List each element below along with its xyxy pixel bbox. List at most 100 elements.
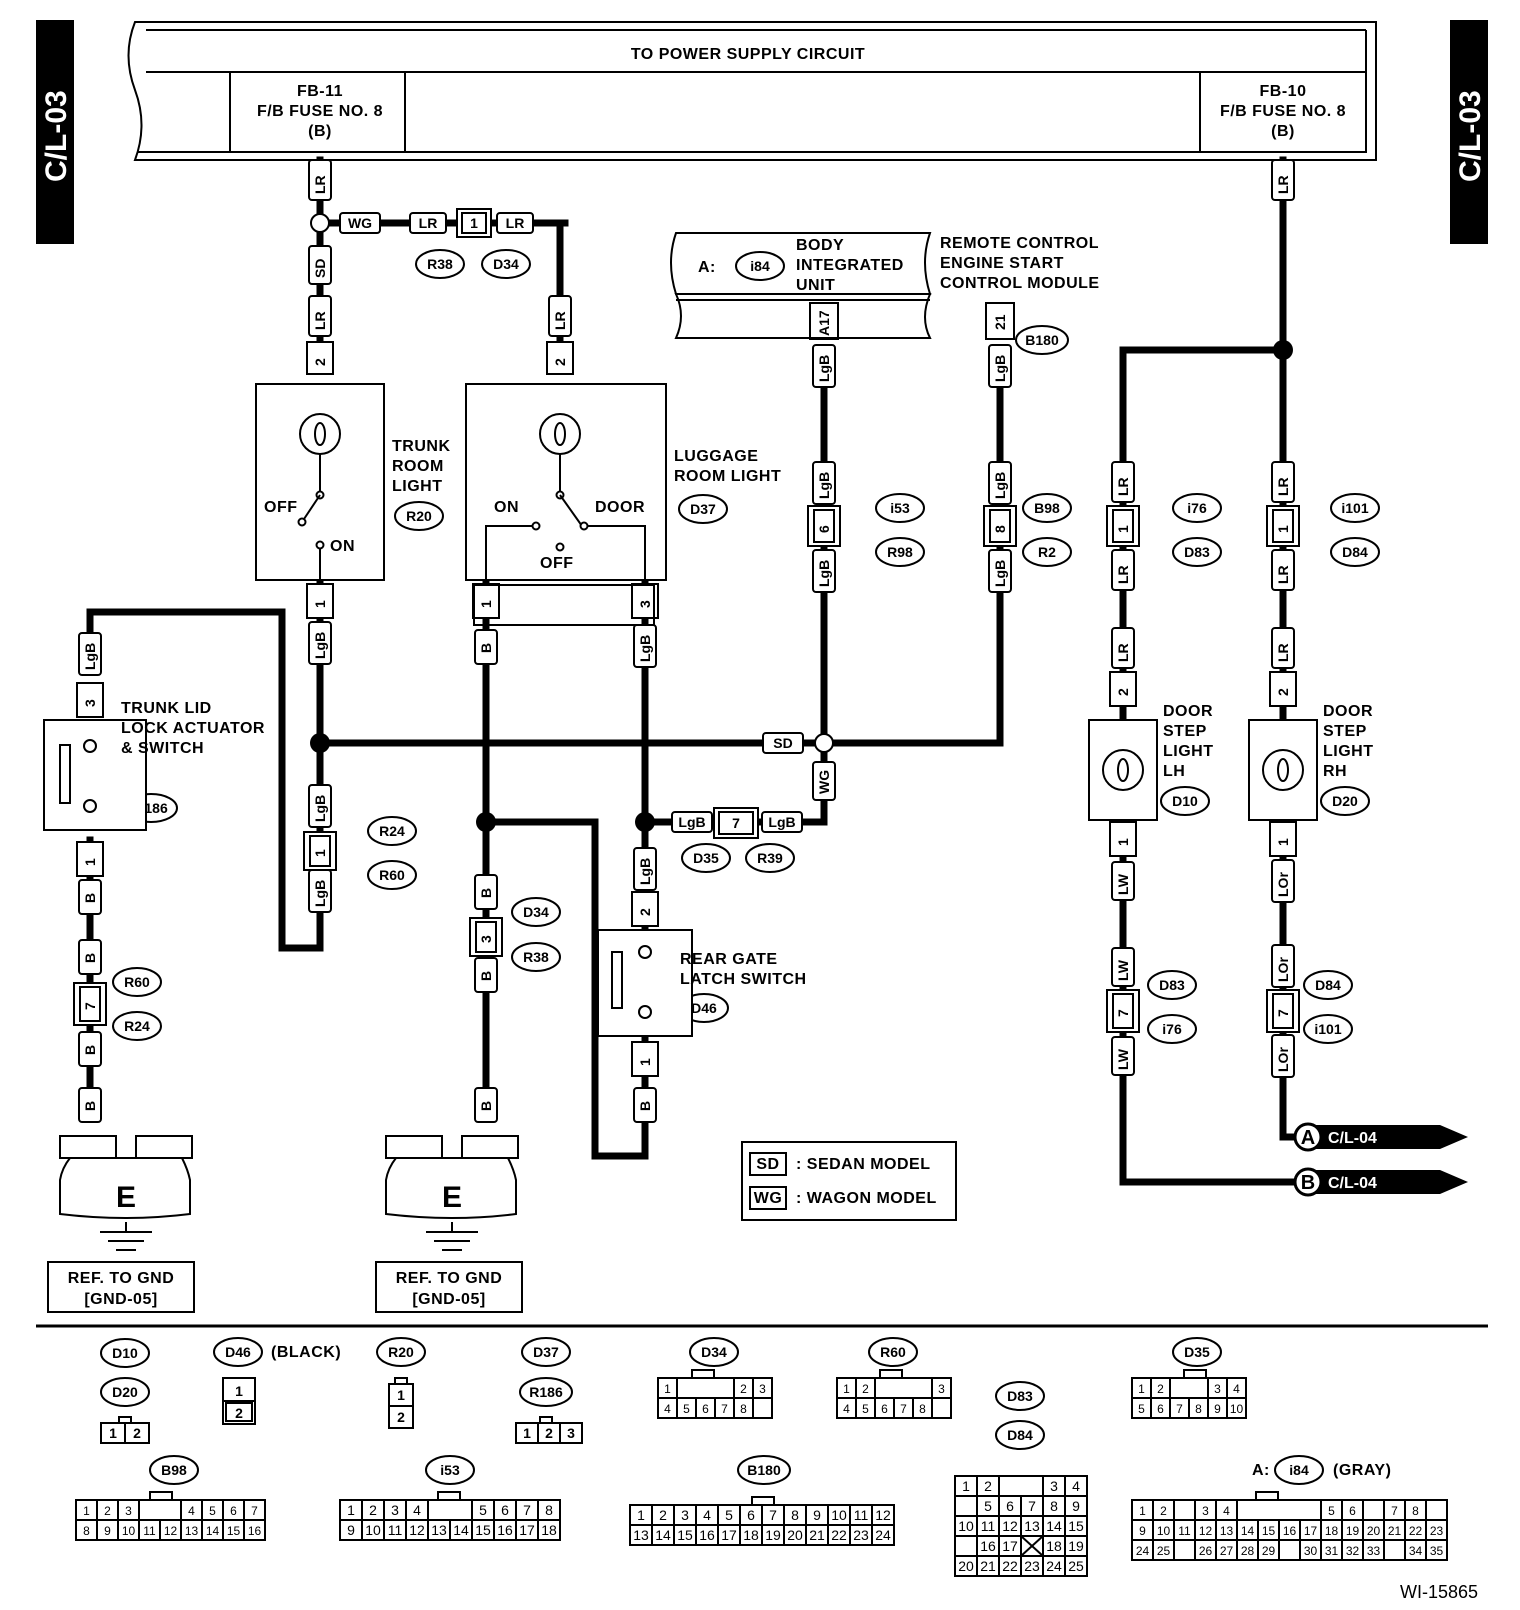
- switch-off-label: OFF: [540, 555, 574, 572]
- svg-text:ROOM LIGHT: ROOM LIGHT: [674, 468, 781, 485]
- svg-text:8: 8: [992, 525, 1008, 533]
- svg-text:3: 3: [478, 935, 494, 943]
- svg-text:LR: LR: [1115, 565, 1131, 584]
- wire-tag-lgb: LgB: [78, 632, 102, 676]
- wire-tags: LR SD LR LR LR LgB LgB LgB LgB LgB LgB L…: [78, 159, 1295, 1123]
- oval-d34: D34: [481, 249, 531, 279]
- pin-number: 23: [853, 1527, 869, 1543]
- pin-cell-d83: [1021, 1476, 1043, 1496]
- svg-text:LgB: LgB: [992, 560, 1008, 587]
- pin-number: 7: [769, 1507, 777, 1523]
- ground-ref-line1: REF. TO GND: [396, 1270, 503, 1287]
- pin-number: 18: [1046, 1538, 1062, 1554]
- pin-number: 9: [1214, 1402, 1221, 1416]
- svg-text:LgB: LgB: [312, 880, 328, 907]
- svg-text:LR: LR: [552, 311, 568, 330]
- pin-number: 24: [875, 1527, 891, 1543]
- svg-text:LR: LR: [312, 311, 328, 330]
- wire-tag-b: B: [78, 1031, 102, 1067]
- svg-text:R98: R98: [887, 544, 913, 560]
- svg-text:LgB: LgB: [816, 472, 832, 499]
- pin-number: 8: [1050, 1498, 1058, 1514]
- svg-text:LR: LR: [1275, 643, 1291, 662]
- pin-number: 6: [702, 1402, 709, 1416]
- svg-text:DOOR: DOOR: [1163, 703, 1213, 720]
- switch-on-label: ON: [330, 538, 355, 555]
- svg-text:D46: D46: [691, 1000, 717, 1016]
- pin-number: 2: [984, 1478, 992, 1494]
- pin-number: 1: [962, 1478, 970, 1494]
- pin-cell-i84: [1174, 1540, 1195, 1560]
- svg-text:A17: A17: [816, 310, 832, 336]
- ground-center: E REF. TO GND [GND-05]: [375, 1135, 523, 1313]
- svg-text:1: 1: [109, 1425, 117, 1441]
- svg-text:R38: R38: [523, 949, 549, 965]
- svg-text:LR: LR: [419, 215, 438, 231]
- junctions: [310, 213, 1293, 832]
- pin-number: 22: [1409, 1524, 1423, 1538]
- switch-door-label: DOOR: [595, 499, 645, 516]
- pin-number: 9: [1139, 1524, 1146, 1538]
- pin-number: 8: [791, 1507, 799, 1523]
- pin-number: 22: [831, 1527, 847, 1543]
- wire-tag-sd: SD: [308, 245, 332, 285]
- pin-cell-i84: [1384, 1540, 1405, 1560]
- pin-number: 3: [1202, 1504, 1209, 1518]
- pin-number: 7: [721, 1402, 728, 1416]
- pin-cell-d35: [1226, 1397, 1247, 1419]
- pin-number: 14: [1241, 1524, 1255, 1538]
- pin-cell-i84: [1300, 1500, 1321, 1520]
- pin-number: 9: [813, 1507, 821, 1523]
- svg-text:7: 7: [1115, 1009, 1131, 1017]
- svg-text:D83: D83: [1007, 1388, 1033, 1404]
- view-r20: R20 12: [376, 1337, 426, 1429]
- pin-number: 3: [1214, 1382, 1221, 1396]
- pin-d37-2: 2: [546, 341, 574, 375]
- pin-number: 1: [347, 1502, 355, 1518]
- svg-text:D34: D34: [493, 256, 519, 272]
- pin-number: 17: [519, 1522, 535, 1538]
- wire-tag-lgb: LgB: [761, 811, 803, 833]
- pin-d10-2: 2: [1109, 671, 1137, 707]
- pin-number: 2: [104, 1504, 111, 1518]
- pin-number: 30: [1304, 1544, 1318, 1558]
- svg-text:1: 1: [312, 849, 328, 857]
- pin-number: 15: [1068, 1518, 1084, 1534]
- wire-tag-lgb: LgB: [308, 869, 332, 913]
- svg-text:LgB: LgB: [637, 858, 653, 885]
- pin-number: 15: [1262, 1524, 1276, 1538]
- wire-tag-lr: LR: [409, 212, 447, 234]
- svg-text:D37: D37: [690, 501, 716, 517]
- svg-text:R20: R20: [388, 1344, 414, 1360]
- oval-i53: i53: [875, 493, 925, 523]
- pin-number: 12: [875, 1507, 891, 1523]
- legend-wg-code: WG: [754, 1190, 783, 1207]
- svg-text:7: 7: [1275, 1009, 1291, 1017]
- pin-cell-i84: [1426, 1500, 1447, 1520]
- pin-cell-i84: [1425, 1539, 1448, 1561]
- pin-number: 11: [143, 1524, 156, 1538]
- body-unit-line3: UNIT: [796, 277, 835, 294]
- svg-text:LR: LR: [1275, 565, 1291, 584]
- svg-text:D83: D83: [1184, 544, 1210, 560]
- pin-b98-8: 8: [983, 505, 1017, 547]
- pin-number: 9: [104, 1524, 111, 1538]
- pin-number: 18: [743, 1527, 759, 1543]
- pin-number: 8: [83, 1524, 90, 1538]
- svg-text:7: 7: [82, 1002, 98, 1010]
- luggage-connector-housing: [473, 584, 655, 626]
- svg-text:1: 1: [235, 1383, 243, 1399]
- pin-number: 2: [1160, 1504, 1167, 1518]
- svg-text:LW: LW: [1115, 959, 1131, 981]
- svg-text:2: 2: [545, 1425, 553, 1441]
- pin-number: 19: [1346, 1524, 1360, 1538]
- svg-text:LR: LR: [1115, 643, 1131, 662]
- oval-d35: D35: [681, 843, 731, 873]
- wire-tag-sd: SD: [762, 732, 804, 754]
- ground-left: E REF. TO GND [GND-05]: [47, 1135, 195, 1313]
- pin-number: 20: [958, 1558, 974, 1574]
- pin-cell-r60: [913, 1378, 932, 1398]
